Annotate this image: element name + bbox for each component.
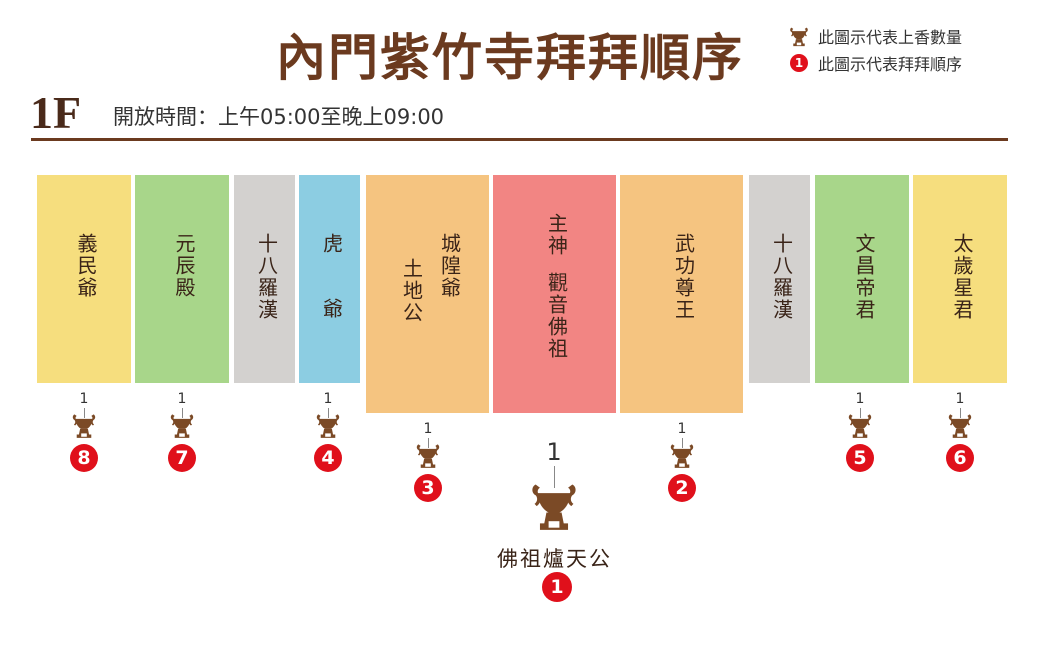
incense-stick <box>328 408 329 418</box>
order-badge: 4 <box>314 444 342 472</box>
page-title: 內門紫竹寺拜拜順序 <box>276 28 744 87</box>
order-badge: 6 <box>946 444 974 472</box>
shrine-panel <box>749 175 810 383</box>
shrine-name: 觀音佛祖 <box>544 272 569 360</box>
shrine-name: 土地公 <box>399 258 424 324</box>
censer-icon <box>788 25 810 47</box>
legend-order: 1 此圖示代表拜拜順序 <box>788 51 962 75</box>
shrine-name: 主神 <box>544 213 569 257</box>
incense-count: 1 <box>955 391 965 407</box>
shrine-name: 義民爺 <box>74 233 98 299</box>
shrine-name: 十八羅漢 <box>254 233 279 321</box>
legend-censer-label: 此圖示代表上香數量 <box>818 28 963 47</box>
shrine-panel <box>37 175 131 383</box>
incense-stick <box>554 466 555 488</box>
shrine-panel <box>620 175 743 413</box>
order-badge: 2 <box>668 474 696 502</box>
order-badge: 1 <box>542 572 572 602</box>
order-badge: 8 <box>70 444 98 472</box>
incense-count: 1 <box>323 391 333 407</box>
shrine-name: 爺 <box>319 298 344 320</box>
incense-count: 1 <box>855 391 865 407</box>
censer-icon <box>414 441 442 469</box>
opening-hours: 開放時間：上午05:00至晚上09:00 <box>113 105 445 129</box>
legend-censer: 此圖示代表上香數量 <box>788 24 962 48</box>
censer-icon <box>946 411 974 439</box>
incense-stick <box>428 438 429 448</box>
shrine-name: 城隍爺 <box>437 233 462 299</box>
incense-stick <box>960 408 961 418</box>
shrine-name: 文昌帝君 <box>852 233 876 321</box>
shrine-name: 虎 <box>319 233 344 255</box>
floor-label: 1F <box>30 87 82 138</box>
shrine-panel <box>493 175 616 413</box>
order-badge: 5 <box>846 444 874 472</box>
legend-order-label: 此圖示代表拜拜順序 <box>818 55 963 74</box>
censer-icon <box>314 411 342 439</box>
incense-stick <box>682 438 683 448</box>
main-incense-count: 1 <box>546 438 562 466</box>
incense-count: 1 <box>423 421 433 437</box>
incense-count: 1 <box>79 391 89 407</box>
incense-count: 1 <box>677 421 687 437</box>
incense-count: 1 <box>177 391 187 407</box>
incense-stick <box>182 408 183 418</box>
censer-icon <box>70 411 98 439</box>
divider <box>31 138 1008 141</box>
order-badge-icon: 1 <box>790 54 808 72</box>
censer-icon <box>668 441 696 469</box>
shrine-name: 武功尊王 <box>671 233 696 321</box>
main-censer-label: 佛祖爐天公 <box>497 547 612 571</box>
shrine-name: 十八羅漢 <box>769 233 794 321</box>
shrine-panel <box>234 175 295 383</box>
shrine-panel <box>135 175 229 383</box>
shrine-panel <box>913 175 1007 383</box>
censer-icon <box>168 411 196 439</box>
shrine-name: 元辰殿 <box>172 233 196 299</box>
incense-stick <box>84 408 85 418</box>
censer-icon <box>846 411 874 439</box>
shrine-panel <box>815 175 909 383</box>
order-badge: 3 <box>414 474 442 502</box>
incense-stick <box>860 408 861 418</box>
shrine-panel <box>299 175 360 383</box>
shrine-panel <box>366 175 489 413</box>
main-censer-icon <box>527 478 581 532</box>
shrine-name: 太歲星君 <box>950 233 974 321</box>
order-badge: 7 <box>168 444 196 472</box>
